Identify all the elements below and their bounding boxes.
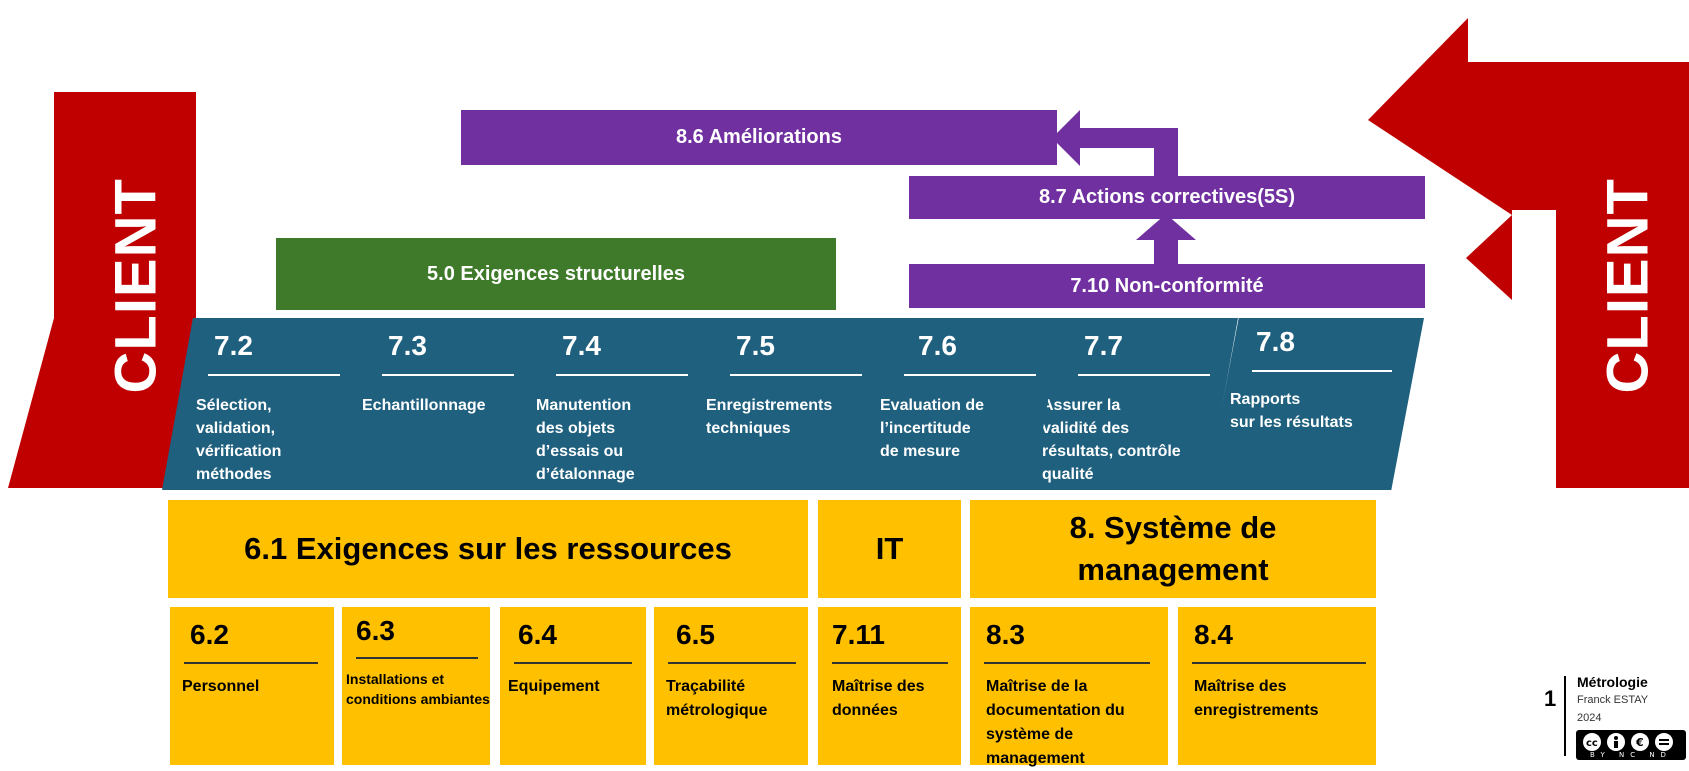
- resource-underline: [1192, 662, 1366, 664]
- structural-bar: 5.0 Exigences structurelles: [276, 238, 836, 310]
- resource-underline: [356, 657, 478, 659]
- process-7-2: 7.2 Sélection, validation, vérification …: [162, 318, 368, 490]
- footer-title: Métrologie: [1577, 674, 1648, 690]
- resource-text: Maîtrise des enregistrements: [1194, 678, 1319, 719]
- resource-8-4: 8.4 Maîtrise des enregistrements: [1178, 607, 1376, 765]
- corrective-label: 8.7 Actions correctives(5S): [1038, 186, 1296, 208]
- improvement-label: 8.6 Améliorations: [676, 126, 842, 148]
- footer-year: 2024: [1577, 712, 1602, 724]
- process-7-3: 7.3 Echantillonnage: [336, 318, 542, 490]
- it-title: IT: [875, 531, 904, 566]
- system-title: 8. Système de management: [1069, 510, 1277, 587]
- resource-text: Equipement: [508, 678, 600, 695]
- svg-text:cc: cc: [1586, 738, 1598, 749]
- process-text: Assurer la validité des résultats, contr…: [1042, 397, 1181, 483]
- resource-7-11: 7.11 Maîtrise des données: [818, 607, 961, 765]
- process-underline: [904, 374, 1036, 376]
- process-number: 7.7: [1084, 330, 1123, 361]
- client-label-right: CLIENT: [1595, 178, 1661, 394]
- resources-title-box: 6.1 Exigences sur les ressources: [168, 500, 808, 598]
- system-box: 8. Système de management: [970, 500, 1376, 598]
- left-client-arrow: [8, 92, 196, 488]
- resource-text: Personnel: [182, 678, 260, 695]
- resource-underline: [984, 662, 1150, 664]
- improvement-bar: 8.6 Améliorations: [461, 110, 1057, 165]
- svg-text:€: €: [1635, 736, 1644, 749]
- process-7-7: 7.7 Assurer la validité des résultats, c…: [1032, 318, 1238, 490]
- process-7-5: 7.5 Enregistrements techniques: [684, 318, 890, 490]
- resource-8-3: 8.3 Maîtrise de la documentation du syst…: [970, 607, 1168, 767]
- license-badge: cc € BY NC ND: [1576, 730, 1686, 760]
- resource-number: 6.5: [676, 619, 715, 650]
- process-text: Echantillonnage: [362, 397, 486, 414]
- resource-6-4: 6.4 Equipement: [500, 607, 646, 765]
- process-number: 7.5: [736, 330, 775, 361]
- process-underline: [208, 374, 340, 376]
- process-underline: [382, 374, 514, 376]
- process-underline: [730, 374, 862, 376]
- footer-divider: [1564, 676, 1566, 756]
- resource-6-5: 6.5 Traçabilité métrologique: [654, 607, 808, 765]
- resource-text: Maîtrise des données: [832, 678, 925, 719]
- license-text: BY NC ND: [1590, 751, 1672, 759]
- process-text: Sélection, validation, vérification méth…: [196, 397, 282, 483]
- process-underline: [556, 374, 688, 376]
- process-number: 7.4: [562, 330, 601, 361]
- resource-6-2: 6.2 Personnel: [170, 607, 334, 765]
- resource-text: Installations et conditions ambiantes: [346, 671, 490, 707]
- resource-number: 6.3: [356, 615, 395, 646]
- resource-text: Traçabilité métrologique: [666, 678, 768, 719]
- process-number: 7.2: [214, 330, 253, 361]
- resource-underline: [668, 662, 796, 664]
- process-7-8: 7.8 Rapports sur les résultats: [1206, 318, 1424, 490]
- process-number: 7.8: [1256, 326, 1295, 357]
- resource-6-3: 6.3 Installations et conditions ambiante…: [342, 607, 490, 765]
- nonconformity-bar: 7.10 Non-conformité: [909, 264, 1425, 308]
- process-number: 7.3: [388, 330, 427, 361]
- resource-number: 6.2: [190, 619, 229, 650]
- resource-number: 7.11: [832, 619, 885, 650]
- process-text: Enregistrements techniques: [706, 397, 833, 437]
- arrow-corrective-to-improvement: [1052, 110, 1178, 176]
- it-box: IT: [818, 500, 961, 598]
- process-underline: [1252, 370, 1392, 372]
- process-text: Rapports sur les résultats: [1230, 391, 1353, 431]
- corrective-bar: 8.7 Actions correctives(5S): [909, 176, 1425, 219]
- process-7-4: 7.4 Manutention des objets d’essais ou d…: [510, 318, 716, 490]
- resource-number: 8.3: [986, 619, 1025, 650]
- client-label-left: CLIENT: [103, 178, 169, 394]
- arrow-nonconformity-to-corrective: [1136, 214, 1196, 264]
- resource-number: 8.4: [1194, 619, 1233, 650]
- resource-underline: [832, 662, 948, 664]
- nonconformity-label: 7.10 Non-conformité: [1070, 274, 1264, 297]
- process-text: Manutention des objets d’essais ou d’éta…: [536, 397, 635, 483]
- process-7-6: 7.6 Evaluation de l’incertitude de mesur…: [858, 318, 1064, 490]
- process-underline: [1078, 374, 1210, 376]
- license-icons: cc €: [1583, 733, 1673, 751]
- resource-number: 6.4: [518, 619, 557, 650]
- process-text: Evaluation de l’incertitude de mesure: [880, 397, 985, 460]
- process-number: 7.6: [918, 330, 957, 361]
- resource-underline: [514, 662, 632, 664]
- resource-underline: [184, 662, 318, 664]
- structural-label: 5.0 Exigences structurelles: [427, 262, 685, 285]
- page-number: 1: [1544, 686, 1557, 711]
- right-client-arrow: [1368, 18, 1689, 488]
- resources-title: 6.1 Exigences sur les ressources: [244, 531, 732, 566]
- footer-author: Franck ESTAY: [1577, 694, 1649, 706]
- resource-text: Maîtrise de la documentation du système …: [986, 678, 1125, 767]
